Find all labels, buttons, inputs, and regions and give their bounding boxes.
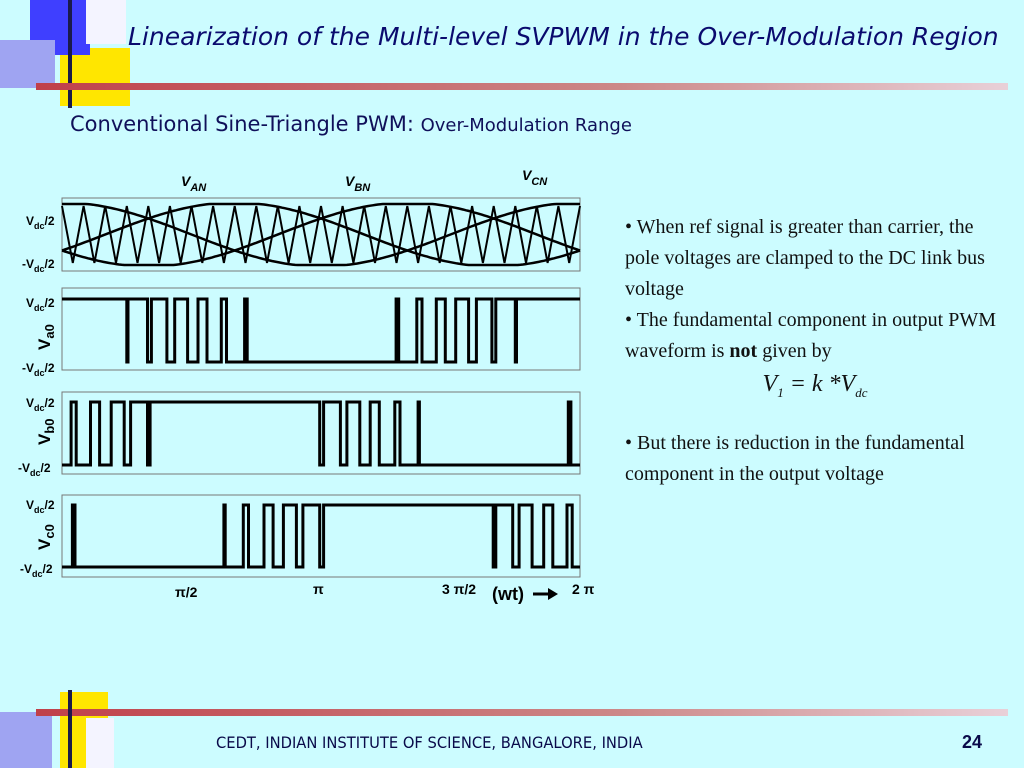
tick-pi-half: π/2 <box>175 584 198 600</box>
tick-pi: π <box>313 581 324 597</box>
bullet-1: • When ref signal is greater than carrie… <box>625 216 985 300</box>
level-pos-3: Vdc/2 <box>26 396 55 413</box>
deco-square-white-bottom <box>86 718 114 768</box>
deco-vertical-line-bottom <box>68 690 72 768</box>
pwm-b-trace <box>62 400 580 467</box>
footer-bar <box>36 709 1008 716</box>
pwm-a-trace <box>62 297 580 364</box>
level-pos-2: Vdc/2 <box>26 296 55 313</box>
label-va0: Va0 <box>35 324 57 350</box>
label-van: VAN <box>181 173 207 194</box>
pwm-waveform-figure: VAN VBN VCN Vdc/2 -Vdc/2 Vdc/2 -Vdc/2 Vd… <box>18 167 595 604</box>
section-heading-sub: Over-Modulation Range <box>420 115 632 136</box>
footer-institution: CEDT, INDIAN INSTITUTE OF SCIENCE, BANGA… <box>216 733 643 752</box>
tick-2pi: 2 π <box>572 581 595 597</box>
pwm-waveform-vb0 <box>62 400 580 467</box>
deco-square-lightblue <box>0 40 55 88</box>
reference-sine-waves <box>61 202 581 267</box>
deco-vertical-line-top <box>68 0 72 108</box>
label-vcn: VCN <box>522 167 548 188</box>
deco-square-white <box>86 0 126 44</box>
carrier-line <box>61 205 581 264</box>
label-vb0: Vb0 <box>35 418 57 445</box>
bullet-3: • But there is reduction in the fundamen… <box>625 431 965 485</box>
panel-vb0 <box>61 391 581 475</box>
bullet-2: • The fundamental component in output PW… <box>625 309 997 362</box>
level-labels: Vdc/2 -Vdc/2 Vdc/2 -Vdc/2 Vdc/2 -Vdc/2 V… <box>18 214 55 579</box>
section-heading: Conventional Sine-Triangle PWM: Over-Mod… <box>70 112 632 136</box>
x-axis-label: (wt) <box>492 584 524 604</box>
panel-vc0 <box>61 494 581 578</box>
pwm-c-trace <box>62 503 580 569</box>
deco-square-lightblue-bottom <box>0 712 52 768</box>
page-number: 24 <box>962 732 983 752</box>
level-neg-1: -Vdc/2 <box>22 257 55 274</box>
level-neg-4: -Vdc/2 <box>20 562 53 579</box>
fundamental-formula: V1 = k *Vdc <box>762 371 868 400</box>
level-pos-1: Vdc/2 <box>26 214 55 231</box>
panel-va0 <box>61 287 581 371</box>
level-pos-4: Vdc/2 <box>26 498 55 515</box>
level-neg-3: -Vdc/2 <box>18 461 51 478</box>
pwm-waveform-va0 <box>62 297 580 364</box>
label-vc0: Vc0 <box>35 524 57 550</box>
section-heading-main: Conventional Sine-Triangle PWM: <box>70 112 414 136</box>
pwm-waveform-vc0 <box>62 503 580 569</box>
sine-c <box>61 202 581 267</box>
panel-reference-carrier <box>61 197 581 272</box>
x-axis-arrow-icon <box>533 588 558 600</box>
label-vbn: VBN <box>345 173 371 194</box>
level-neg-2: -Vdc/2 <box>22 361 55 378</box>
triangle-carrier <box>61 205 581 264</box>
page-title: Linearization of the Multi-level SVPWM i… <box>128 22 999 51</box>
tick-3pi-half: 3 π/2 <box>442 581 476 597</box>
title-underline-bar <box>36 83 1008 90</box>
explanation-bullets: • When ref signal is greater than carrie… <box>625 212 1005 490</box>
